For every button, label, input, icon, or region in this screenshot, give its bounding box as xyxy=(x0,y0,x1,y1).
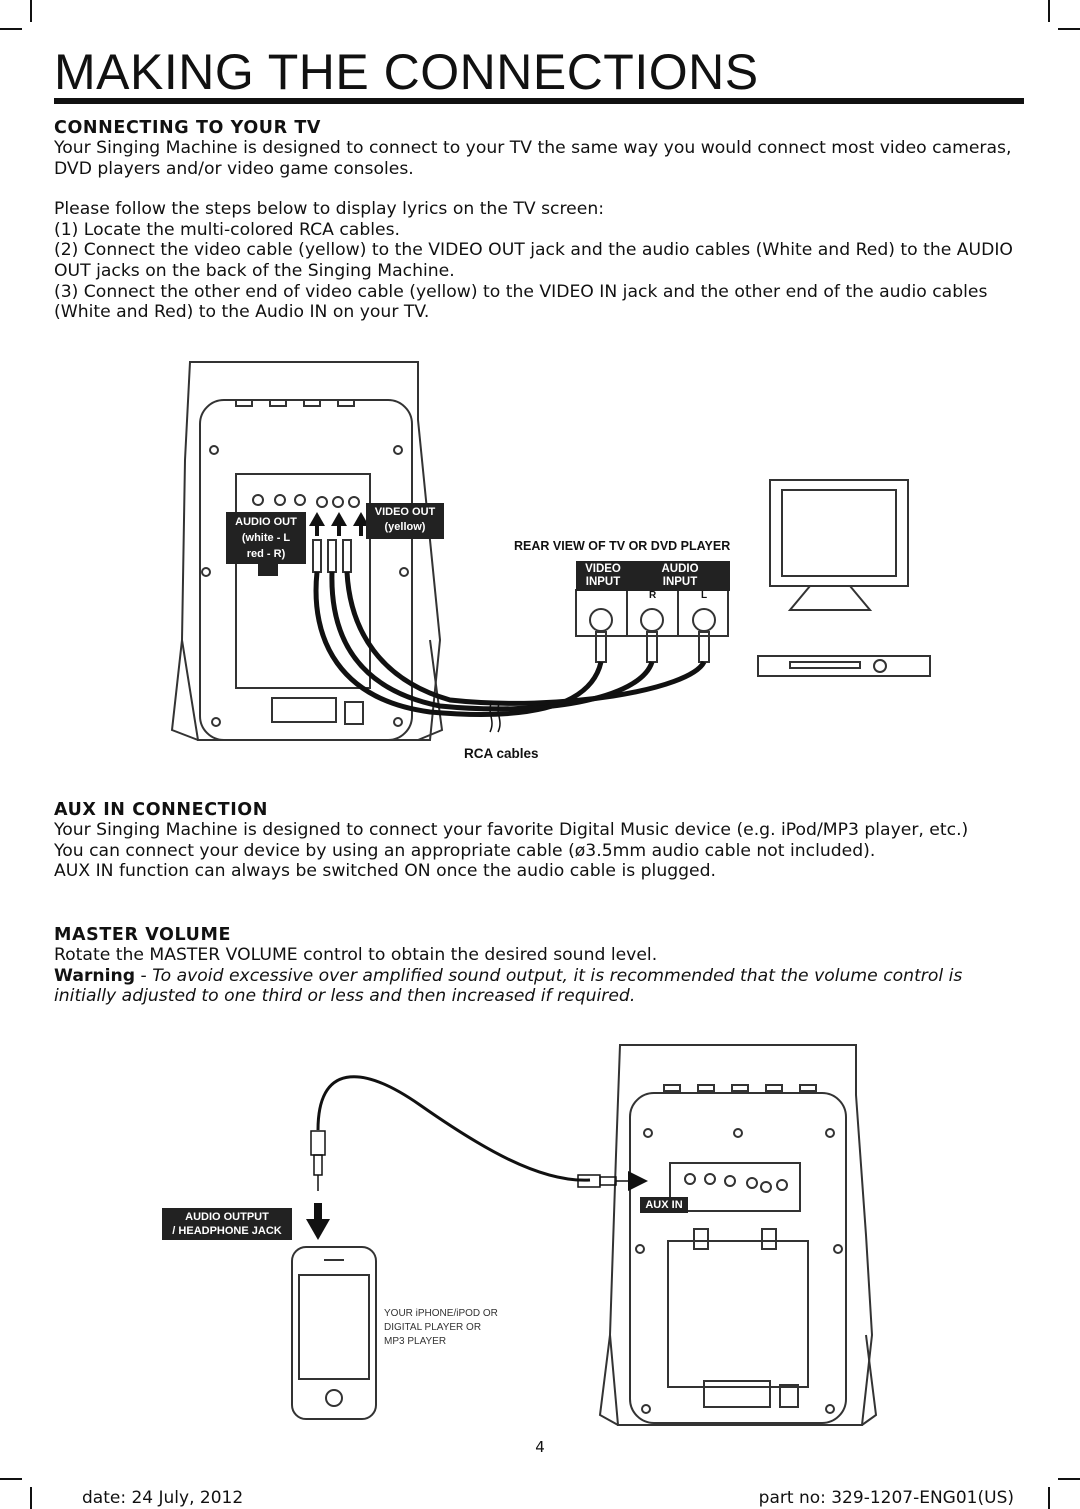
connecting-tv-section: CONNECTING TO YOUR TV Your Singing Machi… xyxy=(54,118,1026,323)
master-volume-section: MASTER VOLUME Rotate the MASTER VOLUME c… xyxy=(54,925,1026,1007)
video-input-label: VIDEO INPUT xyxy=(576,561,630,591)
rca-cables-label: RCA cables xyxy=(464,746,539,761)
step-3: (3) Connect the other end of video cable… xyxy=(54,281,988,323)
page-number: 4 xyxy=(535,1438,545,1456)
crop-mark xyxy=(30,0,32,22)
l-channel-label: L xyxy=(701,590,708,601)
aux-paragraph-1: Your Singing Machine is designed to conn… xyxy=(54,820,969,840)
master-volume-paragraph: Rotate the MASTER VOLUME control to obta… xyxy=(54,945,658,965)
device-caption: YOUR iPHONE/iPOD OR DIGITAL PLAYER OR MP… xyxy=(384,1307,498,1349)
video-out-text: VIDEO OUT xyxy=(374,506,436,518)
crop-mark xyxy=(1058,28,1080,30)
crop-mark xyxy=(1058,1478,1080,1480)
audio-output-label: AUDIO OUTPUT / HEADPHONE JACK xyxy=(162,1208,292,1240)
aux-heading: AUX IN CONNECTION xyxy=(54,800,269,820)
device-caption-text: YOUR iPHONE/iPOD OR xyxy=(384,1308,498,1319)
audio-output-text: / HEADPHONE JACK xyxy=(172,1225,282,1237)
title-rule xyxy=(54,98,1024,104)
audio-input-text: AUDIO xyxy=(661,563,699,575)
aux-paragraph-2: You can connect your device by using an … xyxy=(54,840,876,861)
video-input-text: VIDEO xyxy=(585,563,621,575)
audio-out-text: AUDIO OUT xyxy=(235,516,297,528)
tv-connection-diagram: AUDIO OUT (white - L red - R) VIDEO OUT … xyxy=(0,340,1080,780)
warning-text: To avoid excessive over amplified sound … xyxy=(54,965,963,1007)
step-1: (1) Locate the multi-colored RCA cables. xyxy=(54,219,401,240)
video-out-label: VIDEO OUT (yellow) xyxy=(366,503,444,539)
warning-paragraph: Warning - To avoid excessive over amplif… xyxy=(54,966,1026,1007)
footer-date: date: 24 July, 2012 xyxy=(82,1488,244,1508)
page-title: MAKING THE CONNECTIONS xyxy=(54,44,759,100)
rear-view-label: REAR VIEW OF TV OR DVD PLAYER xyxy=(514,539,731,553)
audio-input-text: INPUT xyxy=(662,576,698,588)
aux-in-label: AUX IN xyxy=(640,1197,688,1213)
aux-connection-illustration xyxy=(291,1044,878,1426)
device-caption-text: DIGITAL PLAYER OR xyxy=(384,1322,482,1333)
steps-intro: Please follow the steps below to display… xyxy=(54,199,605,220)
warning-label: Warning xyxy=(54,965,136,986)
step-2: (2) Connect the video cable (yellow) to … xyxy=(54,240,1013,281)
footer-part-number: part no: 329-1207-ENG01(US) xyxy=(758,1488,1014,1508)
aux-paragraph-3: AUX IN function can always be switched O… xyxy=(54,861,716,882)
crop-mark xyxy=(1048,0,1050,22)
r-channel-label: R xyxy=(649,590,657,601)
aux-connection-diagram: AUDIO OUTPUT / HEADPHONE JACK AUX IN YOU… xyxy=(0,1035,1080,1435)
connecting-tv-heading: CONNECTING TO YOUR TV xyxy=(54,118,322,138)
device-caption-text: MP3 PLAYER xyxy=(384,1336,447,1347)
video-input-text: INPUT xyxy=(585,576,621,588)
crop-mark xyxy=(0,1478,22,1480)
audio-out-text: red - R) xyxy=(246,548,286,560)
audio-input-label: AUDIO INPUT xyxy=(630,561,730,591)
connecting-tv-intro: Your Singing Machine is designed to conn… xyxy=(54,138,1012,179)
tv-connection-illustration xyxy=(170,361,931,741)
master-volume-heading: MASTER VOLUME xyxy=(54,925,232,945)
audio-out-text: (white - L xyxy=(241,532,291,544)
crop-mark xyxy=(0,28,22,30)
warning-separator: - xyxy=(135,965,153,986)
audio-output-text: AUDIO OUTPUT xyxy=(185,1211,269,1223)
aux-section: AUX IN CONNECTION Your Singing Machine i… xyxy=(54,800,1026,882)
crop-mark xyxy=(30,1487,32,1509)
audio-out-label: AUDIO OUT (white - L red - R) xyxy=(226,512,306,564)
video-out-text: (yellow) xyxy=(384,521,426,533)
crop-mark xyxy=(1048,1487,1050,1509)
